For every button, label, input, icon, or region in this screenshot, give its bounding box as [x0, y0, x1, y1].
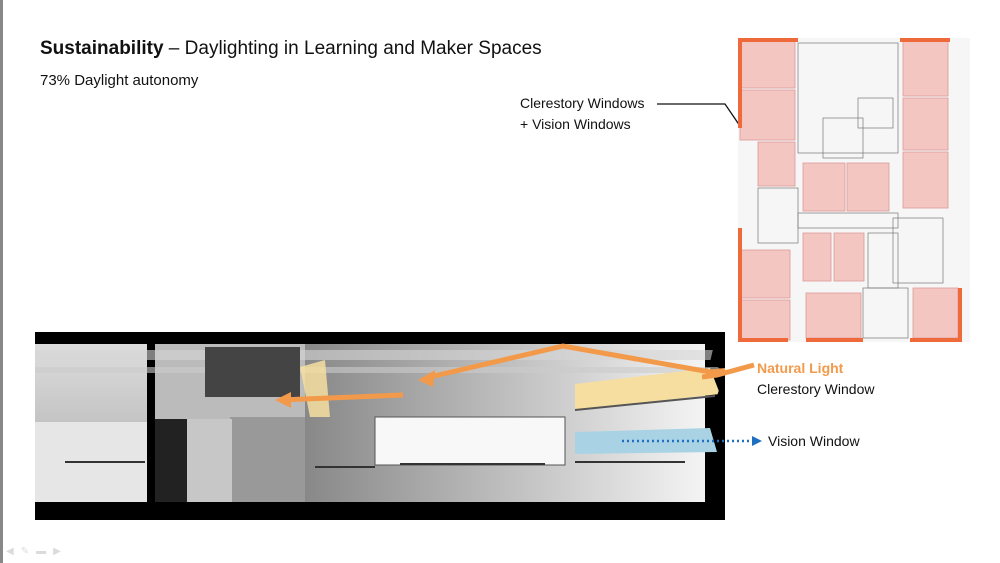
vision-window-label: Vision Window [768, 433, 860, 449]
floor-plan [738, 38, 970, 342]
next-icon[interactable]: ▶ [53, 546, 61, 557]
title-rest: – Daylighting in Learning and Maker Spac… [163, 38, 542, 59]
pen-icon[interactable]: ✎ [20, 546, 30, 557]
vision-arrow [622, 436, 762, 446]
menu-icon[interactable]: ▬ [36, 546, 47, 557]
slide-edge [0, 0, 3, 563]
prev-icon[interactable]: ◀ [6, 546, 14, 557]
clerestory-window-text: Clerestory Window [757, 381, 875, 397]
slide-subtitle: 73% Daylight autonomy [40, 72, 199, 89]
natural-light-arrow-tail [702, 362, 755, 380]
natural-light-arrow [279, 343, 725, 403]
plan-label-line2: + Vision Windows [520, 116, 631, 132]
section-rendering [35, 332, 725, 520]
natural-light-label: Natural Light Clerestory Window [757, 358, 874, 400]
slide-title: Sustainability – Daylighting in Learning… [40, 38, 542, 60]
title-bold: Sustainability [40, 38, 164, 59]
plan-leader-line [657, 103, 741, 127]
slide-nav: ◀ ✎ ▬ ▶ [6, 546, 61, 557]
plan-label: Clerestory Windows + Vision Windows [520, 93, 644, 135]
plan-label-line1: Clerestory Windows [520, 95, 645, 111]
natural-light-text: Natural Light [757, 360, 844, 376]
